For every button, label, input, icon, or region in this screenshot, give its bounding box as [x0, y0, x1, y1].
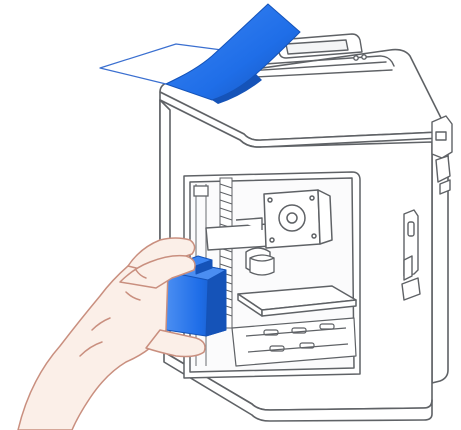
filament-spool-holder-icon: [402, 210, 420, 300]
stepper-motor-icon: [264, 190, 332, 248]
bed-knob-icon: [250, 255, 274, 275]
hand-icon: [18, 238, 205, 430]
